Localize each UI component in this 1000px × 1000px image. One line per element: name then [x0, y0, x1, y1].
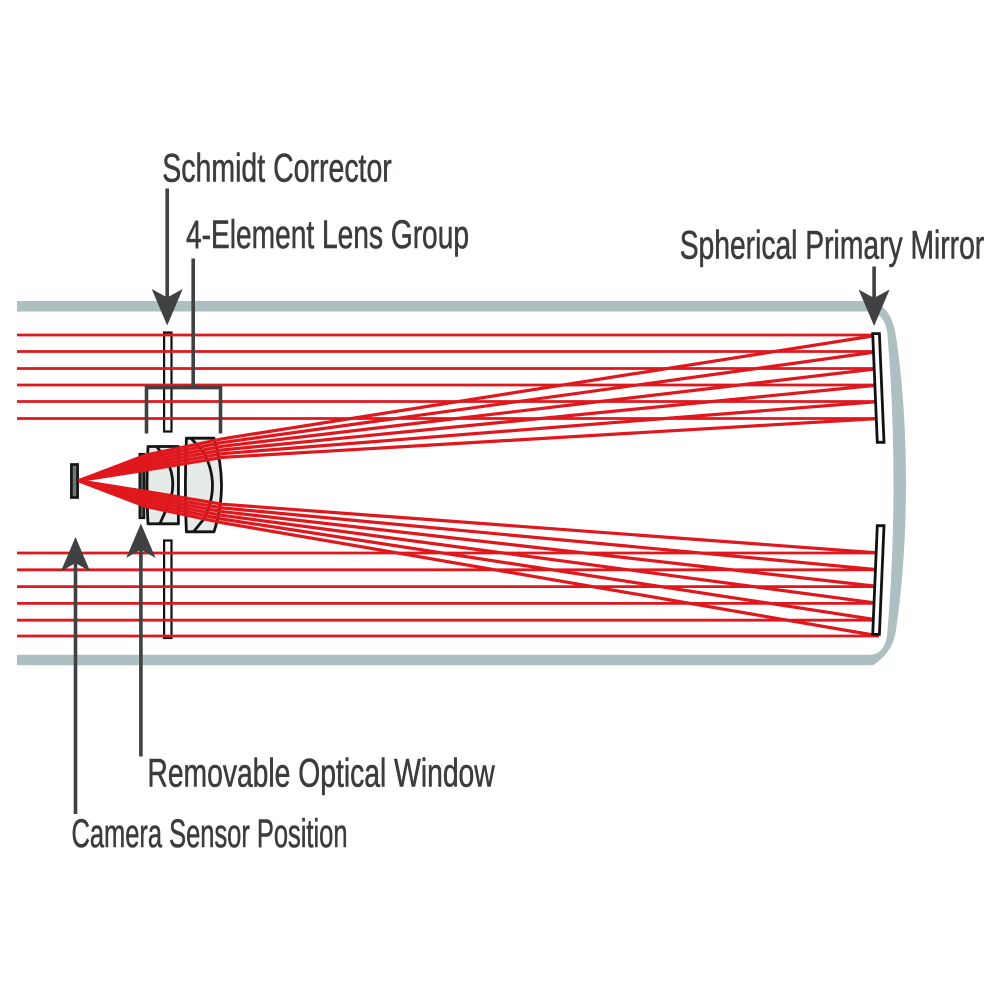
svg-text:Removable Optical Window: Removable Optical Window: [147, 752, 494, 796]
svg-text:4-Element Lens Group: 4-Element Lens Group: [186, 213, 469, 257]
svg-text:Camera Sensor Position: Camera Sensor Position: [72, 812, 348, 856]
svg-text:Spherical Primary Mirror: Spherical Primary Mirror: [680, 224, 985, 268]
svg-text:Schmidt Corrector: Schmidt Corrector: [162, 146, 392, 190]
